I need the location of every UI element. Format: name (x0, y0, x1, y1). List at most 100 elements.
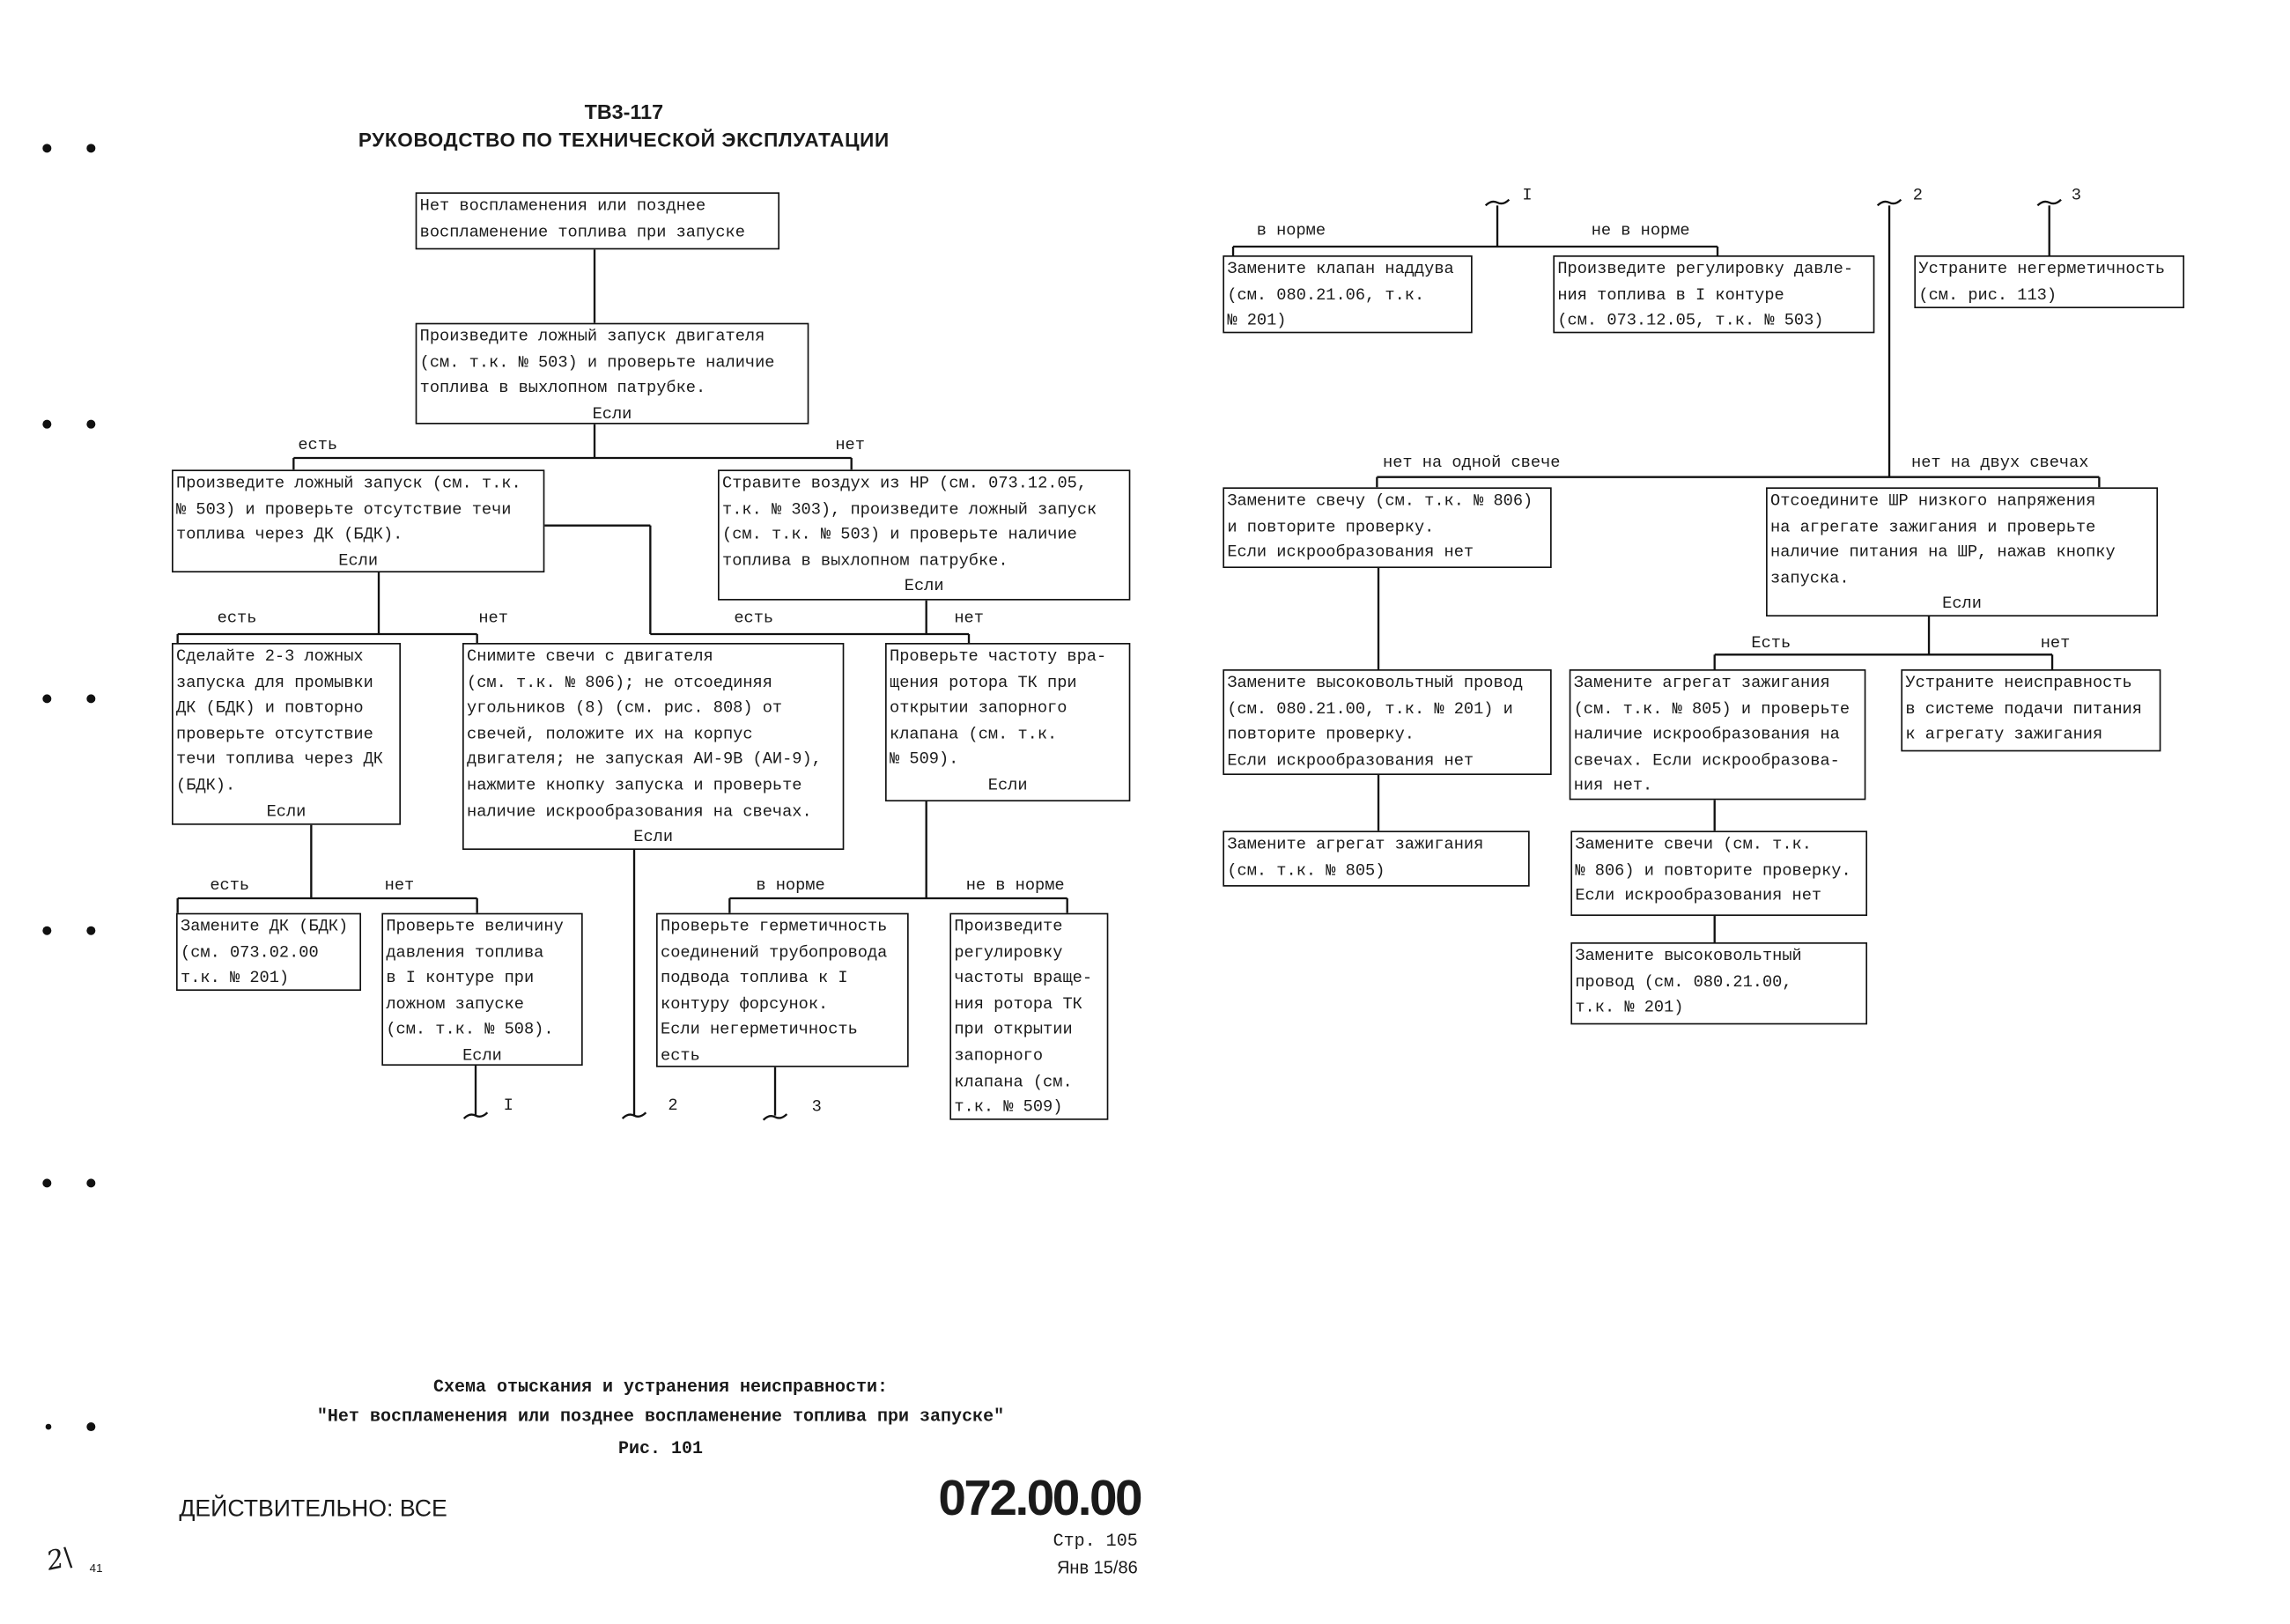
branch-label: нет на двух свечах (1911, 454, 2089, 473)
step-check-tightness: Проверьте герметичность соединений трубо… (656, 912, 909, 1067)
step-check-leak: Произведите ложный запуск (см. т.к. № 50… (172, 469, 545, 573)
step-check-pressure: Проверьте величину давления топлива в I … (381, 912, 583, 1067)
if-label: Если (904, 579, 944, 597)
step-text: Проверьте частоту вра- щения ротора ТК п… (890, 648, 1107, 770)
step-text: Замените высоковольтный провод (см. 080.… (1227, 675, 1524, 771)
step-adjust-rotor-speed: Произведите регулировку частоты враще- н… (949, 912, 1109, 1120)
branch-label: есть (210, 877, 250, 896)
branch-label: есть (298, 437, 338, 455)
step-text: Произведите ложный запуск (см. т.к. № 50… (176, 476, 521, 545)
figure-caption-line2: "Нет воспламенения или позднее воспламен… (316, 1406, 1005, 1428)
step-flush-valve: Сделайте 2-3 ложных запуска для промывки… (172, 643, 402, 825)
step-text: Нет воспламенения или позднее воспламене… (419, 198, 745, 242)
punch-hole (86, 926, 96, 935)
step-text: Устраните неисправность в системе подачи… (1905, 675, 2142, 745)
step-text: Отсоедините ШР низкого напряжения на агр… (1770, 493, 2116, 588)
branch-label: не в норме (965, 877, 1065, 896)
branch-label: нет (954, 610, 984, 629)
step-text: Снимите свечи с двигателя (см. т.к. № 80… (467, 648, 822, 822)
connector-label: 3 (811, 1099, 822, 1118)
engine-model: ТВ3-117 (584, 100, 664, 124)
step-text: Замените ДК (БДК) (см. 073.02.00 т.к. № … (181, 919, 349, 989)
break-mark (1876, 198, 1902, 207)
page-number: Стр. 105 (1053, 1531, 1138, 1552)
punch-hole (42, 694, 52, 704)
step-replace-valve: Замените ДК (БДК) (см. 073.02.00 т.к. № … (176, 912, 362, 992)
connector-label: 2 (1912, 188, 1923, 206)
if-label: Если (338, 552, 379, 571)
step-text: Проверьте величину давления топлива в I … (386, 919, 564, 1040)
step-check-rotor-speed: Проверьте частоту вра- щения ротора ТК п… (885, 643, 1131, 802)
punch-hole (86, 419, 96, 429)
branch-label: Есть (1751, 635, 1791, 653)
revision-date: Янв 15/86 (1056, 1557, 1138, 1578)
step-false-start: Произведите ложный запуск двигателя (см.… (415, 322, 809, 424)
step-replace-boost-valve: Замените клапан наддува (см. 080.21.06, … (1223, 255, 1473, 334)
punch-hole (42, 144, 52, 153)
branch-label: нет (835, 437, 865, 455)
step-text: Произведите ложный запуск двигателя (см.… (419, 328, 775, 398)
connector-label: 2 (668, 1097, 678, 1116)
branch-label: не в норме (1591, 223, 1690, 241)
step-fix-leak: Устраните негерметичность (см. рис. 113) (1914, 255, 2185, 309)
step-no-ignition: Нет воспламенения или позднее воспламене… (415, 192, 780, 250)
step-replace-plugs: Замените свечи (см. т.к. № 806) и повтор… (1570, 830, 1868, 917)
step-replace-igniter: Замените агрегат зажигания (см. т.к. № 8… (1223, 830, 1530, 887)
step-replace-hv-lead-2: Замените высоковольтный провод (см. 080.… (1570, 942, 1868, 1025)
if-label: Если (1942, 596, 1982, 615)
effectivity: ДЕЙСТВИТЕЛЬНО: ВСЕ (179, 1497, 447, 1523)
step-text: Замените свечи (см. т.к. № 806) и повтор… (1575, 837, 1851, 906)
if-label: Если (987, 778, 1028, 796)
step-text: Замените высоковольтный провод (см. 080.… (1575, 948, 1802, 1018)
step-replace-hv-lead: Замените высоковольтный провод (см. 080.… (1223, 669, 1552, 776)
connector-label: I (503, 1097, 513, 1116)
break-mark (621, 1111, 647, 1119)
if-label: Если (633, 829, 674, 847)
step-text: Стравите воздух из НР (см. 073.12.05, т.… (722, 476, 1097, 571)
step-fix-power-supply: Устраните неисправность в системе подачи… (1901, 669, 2161, 752)
if-label: Если (266, 803, 307, 822)
punch-hole (45, 1423, 52, 1430)
step-text: Замените клапан наддува (см. 080.21.06, … (1227, 261, 1454, 331)
punch-hole (42, 926, 52, 935)
step-text: Замените агрегат зажигания (см. т.к. № 8… (1573, 675, 1850, 796)
punch-hole (42, 1178, 52, 1188)
branch-label: нет (384, 877, 415, 896)
connector-label: I (1522, 188, 1533, 206)
step-text: Замените агрегат зажигания (см. т.к. № 8… (1227, 837, 1484, 881)
step-text: Проверьте герметичность соединений трубо… (661, 919, 888, 1066)
branch-label: в норме (756, 877, 825, 896)
step-adjust-pressure: Произведите регулировку давле- ния топли… (1553, 255, 1875, 334)
step-remove-plugs: Снимите свечи с двигателя (см. т.к. № 80… (462, 643, 845, 851)
figure-caption-line1: Схема отыскания и устранения неисправнос… (432, 1377, 889, 1398)
step-bleed-air: Стравите воздух из НР (см. 073.12.05, т.… (718, 469, 1131, 601)
punch-hole (86, 144, 96, 153)
step-text: Произведите регулировку давле- ния топли… (1557, 261, 1854, 331)
branch-label: нет (2040, 635, 2071, 653)
break-mark (462, 1111, 489, 1119)
break-mark (762, 1113, 788, 1121)
step-replace-igniter-check: Замените агрегат зажигания (см. т.к. № 8… (1569, 669, 1866, 801)
handwritten-mark: 2\ (44, 1541, 76, 1578)
punch-hole (86, 1422, 96, 1432)
if-label: Если (462, 1047, 502, 1066)
manual-title: РУКОВОДСТВО ПО ТЕХНИЧЕСКОЙ ЭКСПЛУАТАЦИИ (358, 129, 890, 151)
break-mark (2036, 198, 2062, 207)
punch-hole (42, 419, 52, 429)
chapter-number: 072.00.00 (938, 1471, 1142, 1527)
branch-label: есть (217, 610, 257, 629)
step-text: Произведите регулировку частоты враще- н… (954, 919, 1093, 1118)
step-text: Сделайте 2-3 ложных запуска для промывки… (176, 648, 384, 796)
sheet-number: 41 (89, 1561, 103, 1576)
figure-number: Рис. 101 (617, 1438, 704, 1459)
branch-label: в норме (1256, 223, 1326, 241)
step-replace-plug: Замените свечу (см. т.к. № 806) и повтор… (1223, 487, 1552, 569)
branch-label: есть (734, 610, 774, 629)
break-mark (1484, 198, 1511, 207)
branch-label: нет на одной свече (1383, 454, 1561, 473)
connector-label: 3 (2071, 188, 2081, 206)
step-disconnect-connector: Отсоедините ШР низкого напряжения на агр… (1766, 487, 2159, 617)
branch-label: нет (478, 610, 508, 629)
